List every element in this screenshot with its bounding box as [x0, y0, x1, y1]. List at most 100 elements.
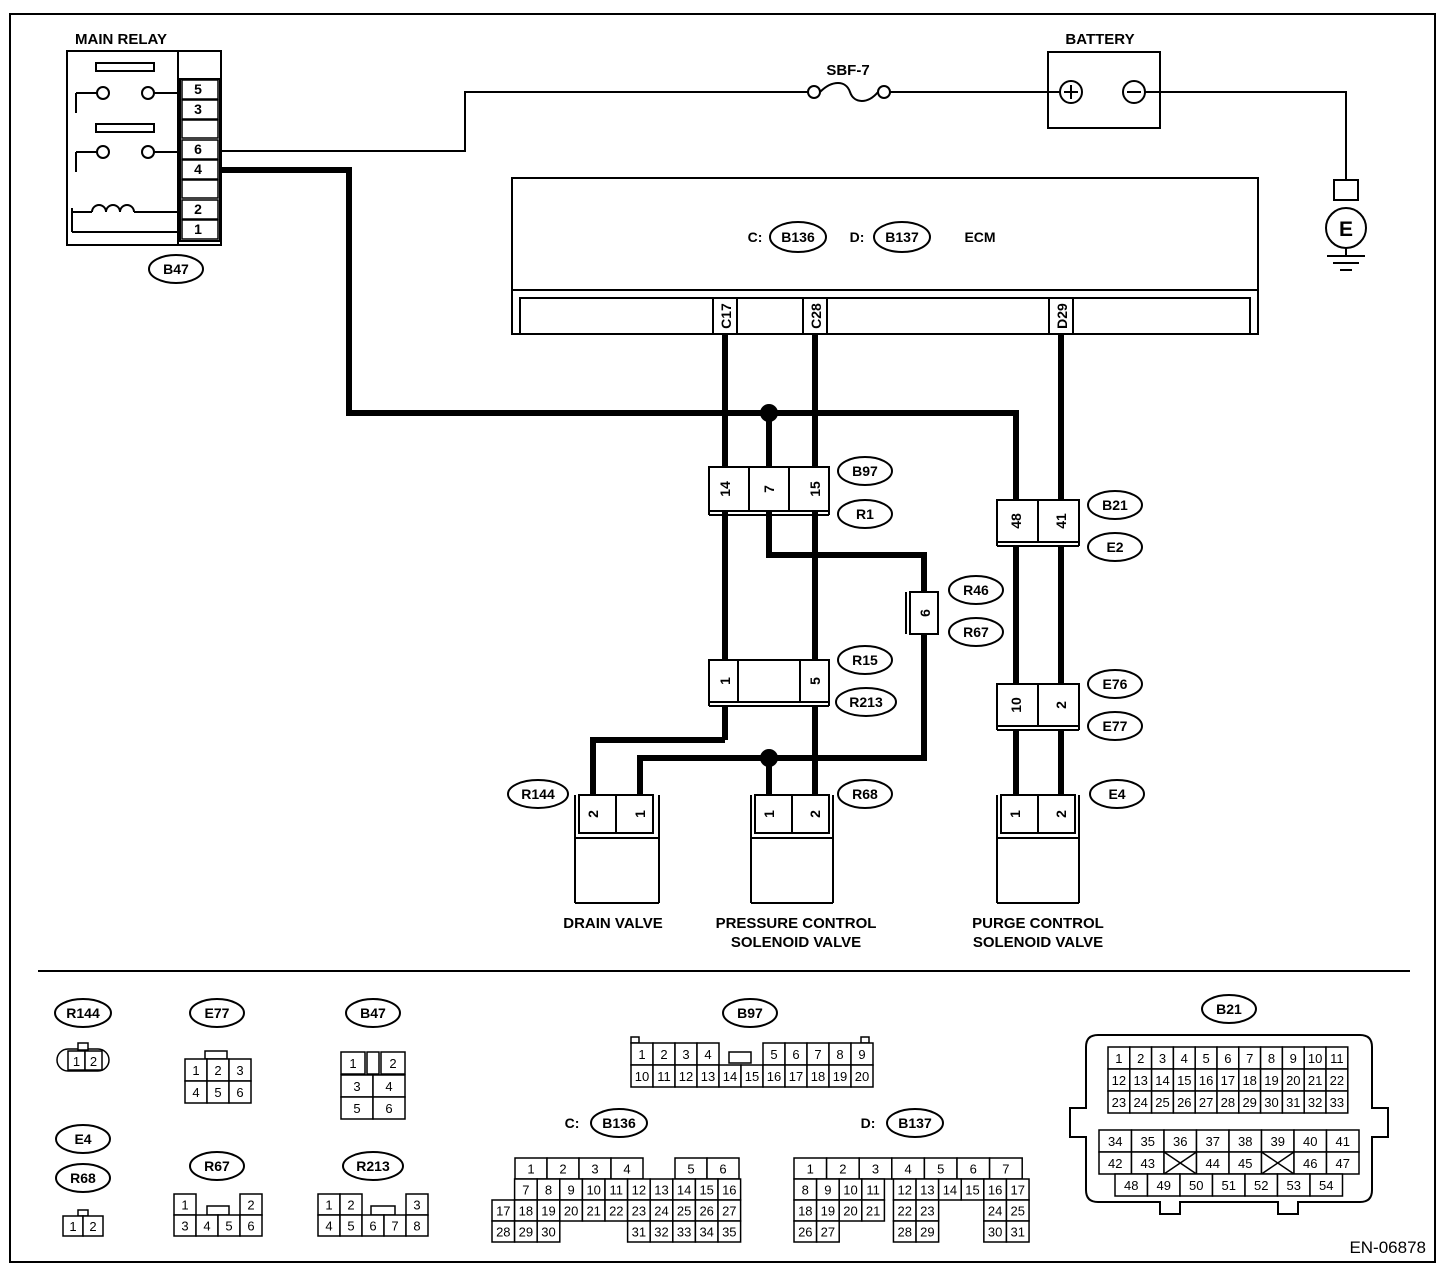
view-b136-pin: 13 — [654, 1183, 668, 1198]
view-r213-tag: R213 — [356, 1158, 390, 1174]
view-b97-pin: 6 — [792, 1047, 799, 1062]
view-b21-pin: 52 — [1254, 1178, 1268, 1193]
view-b136-pin: 5 — [687, 1162, 694, 1177]
view-b137-pin: 10 — [843, 1183, 857, 1198]
view-b137-pin: 11 — [866, 1183, 880, 1198]
view-b21-pin: 54 — [1319, 1178, 1333, 1193]
view-r67-pin: 1 — [181, 1198, 188, 1213]
view-r144-tag: R144 — [66, 1005, 100, 1021]
view-b21-pin: 49 — [1157, 1178, 1171, 1193]
fuse-label: SBF-7 — [826, 62, 869, 79]
view-b137-pin: 26 — [798, 1225, 812, 1240]
view-e77-pin: 6 — [236, 1085, 243, 1100]
r67-tag: R67 — [963, 624, 989, 640]
view-b21-pin: 44 — [1206, 1156, 1220, 1171]
view-b137-pin: 14 — [943, 1183, 957, 1198]
ecm-title: ECM — [964, 229, 995, 245]
view-b21-pin: 17 — [1221, 1073, 1235, 1088]
r15-pin-1: 1 — [717, 677, 733, 685]
view-b21-pin: 5 — [1202, 1051, 1209, 1066]
view-b137-pin: 6 — [970, 1162, 977, 1177]
view-b136-pin: 11 — [610, 1183, 624, 1198]
view-b136-pin: 14 — [677, 1183, 691, 1198]
view-b136-pin: 24 — [654, 1204, 668, 1219]
view-e4-r68-pin: 1 — [69, 1219, 76, 1234]
relay-pin-4: 4 — [194, 161, 202, 177]
view-b137-pin: 30 — [988, 1225, 1002, 1240]
view-b21-pin: 25 — [1155, 1095, 1169, 1110]
view-b136-pin: 18 — [519, 1204, 533, 1219]
b97-pin-14: 14 — [717, 481, 733, 497]
ground-terminal — [1333, 179, 1359, 201]
view-b97-pin: 5 — [770, 1047, 777, 1062]
e76-tag: E76 — [1103, 676, 1128, 692]
r15-tag: R15 — [852, 652, 878, 668]
r46-pin-6: 6 — [917, 609, 933, 617]
view-b21-pin: 1 — [1115, 1051, 1122, 1066]
view-r67-pin: 5 — [225, 1219, 232, 1234]
view-b136-pin: 23 — [632, 1204, 646, 1219]
view-b97-pin: 15 — [745, 1069, 759, 1084]
r68-pin-1: 1 — [761, 810, 777, 818]
view-r144-pin: 1 — [73, 1054, 80, 1069]
view-b136-pin: 19 — [541, 1204, 555, 1219]
view-b47-tag: B47 — [360, 1005, 386, 1021]
pressure-control-solenoid-valve: 1 2 R68 PRESSURE CONTROL SOLENOID VALVE — [716, 779, 893, 951]
view-b137-pin: 17 — [1011, 1183, 1025, 1198]
view-b136-pin: 35 — [722, 1225, 736, 1240]
view-b97-pin: 12 — [679, 1069, 693, 1084]
view-b137-pin: 12 — [898, 1183, 912, 1198]
view-b21-pin: 10 — [1308, 1051, 1322, 1066]
view-b136-pin: 16 — [722, 1183, 736, 1198]
view-b21-pin: 15 — [1177, 1073, 1191, 1088]
view-b21-pin: 27 — [1199, 1095, 1213, 1110]
b21-pin-41: 41 — [1053, 513, 1069, 529]
connector-views: R144 E77 B47 B97 B21 E4 R68 R67 R213 C: … — [54, 994, 1389, 1243]
connector-e76-e77: 10 2 E76 E77 — [996, 669, 1143, 741]
view-b136-pin: 30 — [541, 1225, 555, 1240]
view-b21-pin: 6 — [1224, 1051, 1231, 1066]
view-b21-pin: 28 — [1221, 1095, 1235, 1110]
view-b97-tag: B97 — [737, 1005, 763, 1021]
r213-tag: R213 — [849, 694, 883, 710]
view-r144-pin: 2 — [90, 1054, 97, 1069]
view-b21-pin: 43 — [1141, 1156, 1155, 1171]
view-b47-pin: 2 — [389, 1056, 396, 1071]
view-b136-pin: 1 — [527, 1162, 534, 1177]
pressure-control-label-2: SOLENOID VALVE — [731, 934, 861, 951]
view-e4-tag: E4 — [74, 1131, 91, 1147]
view-b137-pin: 1 — [807, 1162, 814, 1177]
ecm-d-prefix: D: — [850, 229, 865, 245]
view-b21-pin: 37 — [1206, 1134, 1220, 1149]
view-b137-pin: 9 — [824, 1183, 831, 1198]
view-r68-tag: R68 — [70, 1170, 96, 1186]
view-b21-pin: 20 — [1286, 1073, 1300, 1088]
view-b97-pin: 4 — [704, 1047, 711, 1062]
fuse-symbol — [819, 82, 879, 102]
view-b21-pin: 45 — [1238, 1156, 1252, 1171]
view-b21-pin: 31 — [1286, 1095, 1300, 1110]
r68-tag: R68 — [852, 786, 878, 802]
view-b21-pin: 21 — [1308, 1073, 1322, 1088]
view-b21-pin: 22 — [1330, 1073, 1344, 1088]
view-b21-pin: 50 — [1189, 1178, 1203, 1193]
view-b97-pin: 8 — [836, 1047, 843, 1062]
view-r213-pin: 1 — [325, 1198, 332, 1213]
view-b137-pin: 31 — [1011, 1225, 1025, 1240]
view-b136-pin: 21 — [586, 1204, 600, 1219]
view-b136-pin: 8 — [545, 1183, 552, 1198]
view-b137-pin: 16 — [988, 1183, 1002, 1198]
view-b21-pin: 12 — [1112, 1073, 1126, 1088]
e76-pin-2: 2 — [1053, 701, 1069, 709]
battery-positive-icon — [1059, 80, 1083, 104]
e77-tag: E77 — [1103, 718, 1128, 734]
view-b137-pin: 7 — [1002, 1162, 1009, 1177]
e2-tag: E2 — [1106, 539, 1123, 555]
view-b137-pin: 4 — [904, 1162, 911, 1177]
